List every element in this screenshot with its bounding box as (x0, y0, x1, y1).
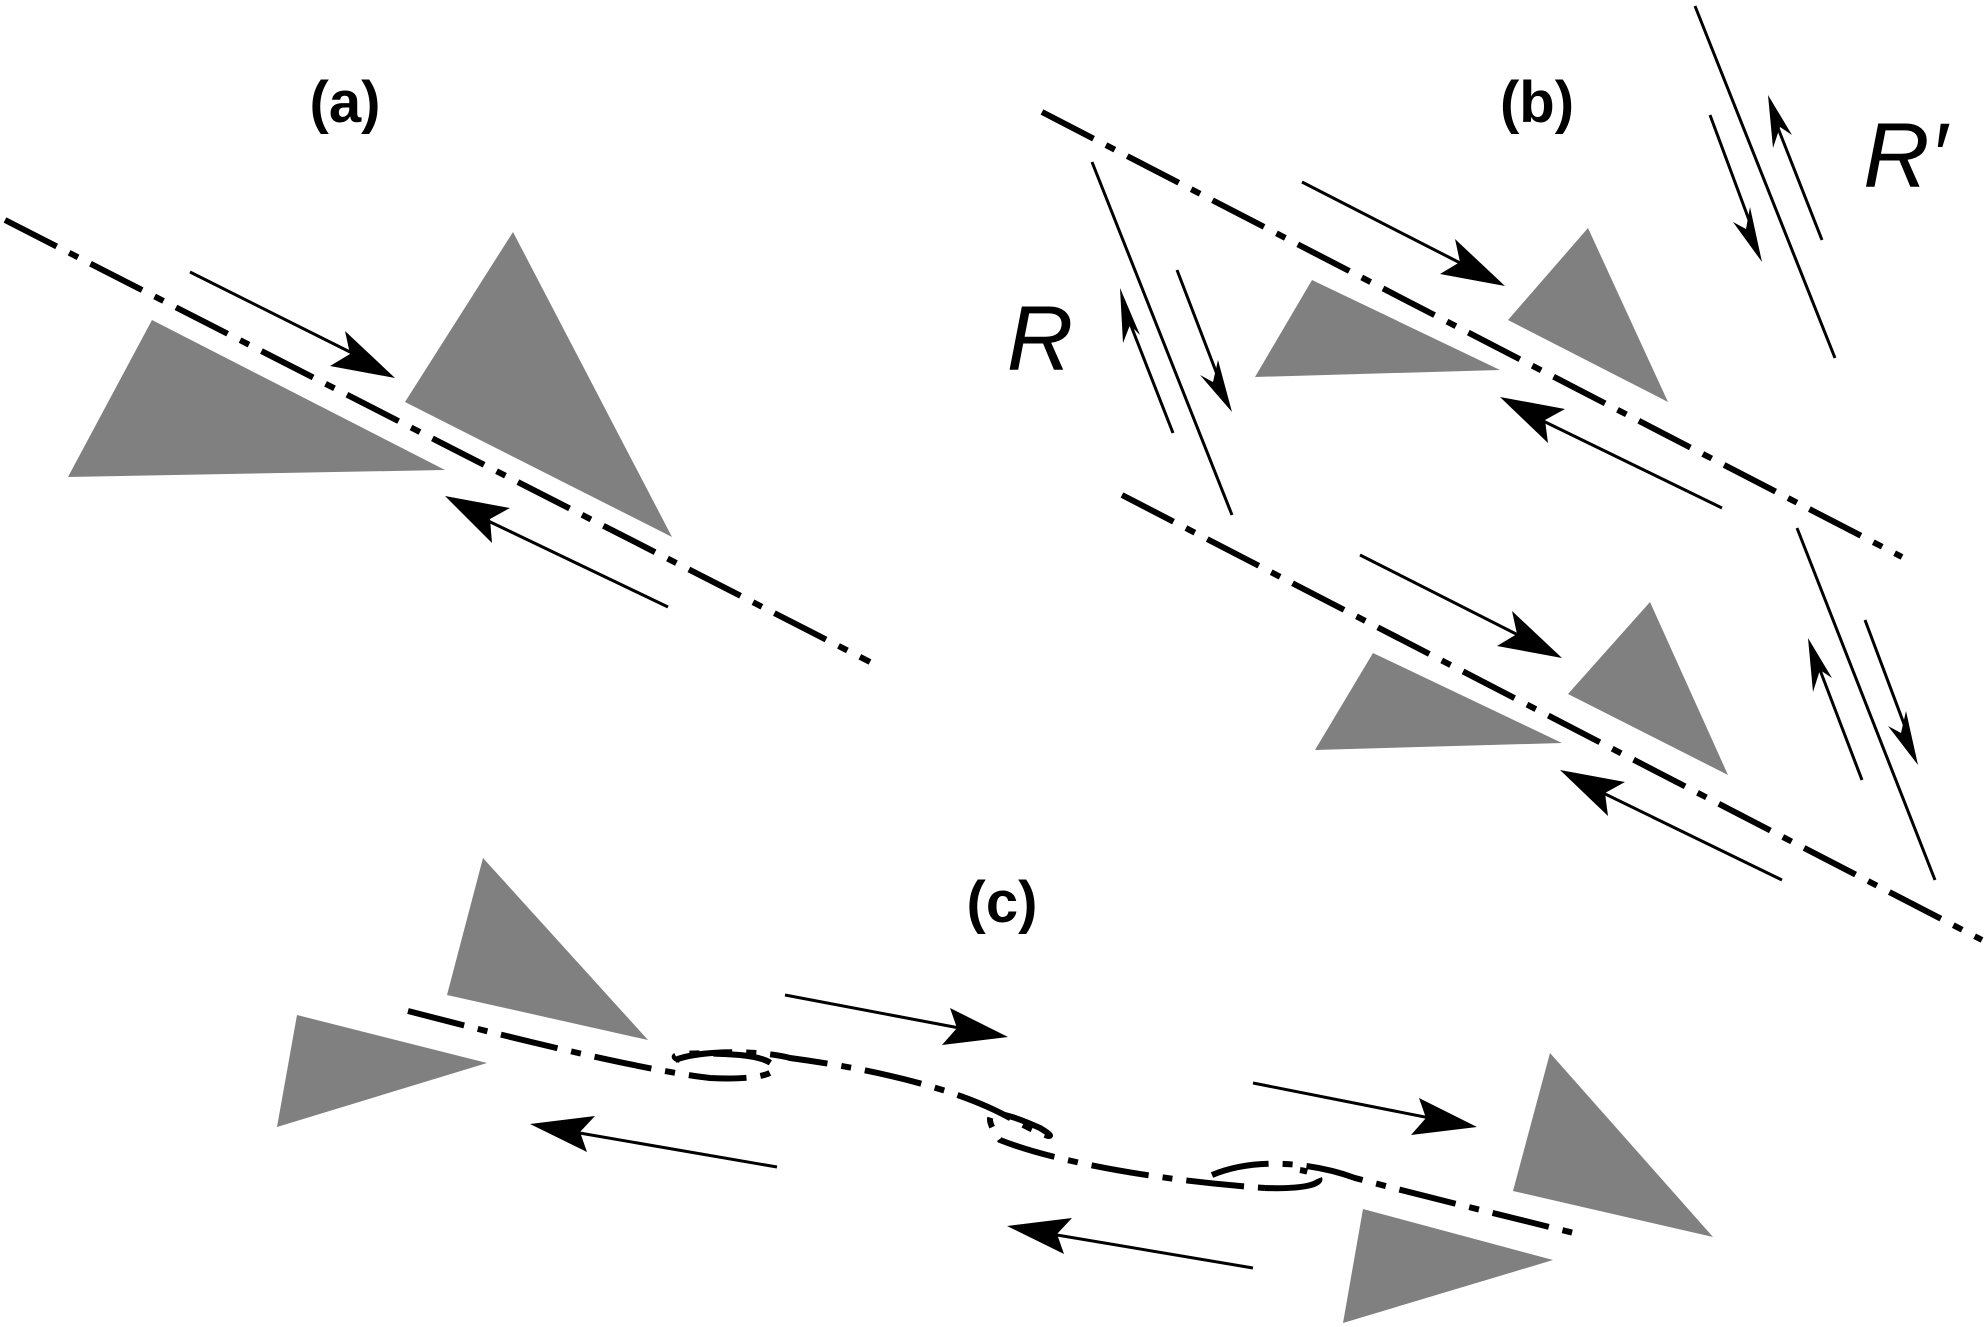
block-b-upper-left (1255, 280, 1500, 377)
panel-b-label: (b) (1500, 70, 1574, 135)
slip-arrow-a-lower (445, 496, 669, 609)
slip-arrow-b-lower-bottom (1560, 770, 1783, 882)
block-c-right-upper (1513, 1053, 1713, 1237)
slip-arrow-r-prime-upper-right (1768, 95, 1824, 241)
slip-arrow-c-right-bottom (1007, 1218, 1254, 1270)
block-a-lower-left (68, 320, 445, 477)
slip-arrow-r-prime-lower-left (1808, 638, 1864, 781)
slip-arrow-r-prime-lower-right (1863, 619, 1918, 765)
panel-a-label: (a) (310, 70, 381, 135)
block-b-upper-right (1508, 228, 1668, 402)
r-label: R (1007, 288, 1073, 390)
slip-arrow-b-upper-top (1301, 180, 1505, 286)
fault-c-segment-4 (1264, 1167, 1323, 1192)
slip-arrow-r-left (1120, 288, 1175, 434)
slip-arrow-b-lower-top (1359, 553, 1562, 658)
slip-arrow-b-upper-bottom (1500, 397, 1723, 510)
fault-c-segment-2 (673, 1049, 1266, 1191)
panel-c: (c) (277, 858, 1713, 1323)
shear-r (1090, 161, 1234, 516)
block-c-left-upper (447, 858, 648, 1040)
block-c-left-lower (277, 1015, 487, 1127)
fault-a (3, 217, 872, 665)
fault-b-upper (1040, 109, 1904, 560)
shear-r-prime-lower (1795, 527, 1937, 881)
block-b-lower-left (1315, 653, 1562, 750)
slip-arrow-c-left-top (784, 993, 1008, 1045)
panel-c-label: (c) (967, 870, 1038, 935)
block-b-lower-right (1568, 602, 1728, 775)
r-prime-label: R′ (1863, 105, 1949, 207)
slip-arrow-r-prime-upper-left (1708, 114, 1762, 262)
fault-b-lower (1120, 492, 1984, 943)
slip-arrow-a-upper (189, 270, 395, 378)
slip-arrow-c-left-bottom (530, 1116, 778, 1169)
slip-arrow-r-right (1175, 269, 1232, 412)
block-a-upper-right (405, 232, 672, 537)
slip-arrow-c-right-top (1252, 1081, 1477, 1135)
fault-c-segment-3 (1210, 1160, 1583, 1238)
panel-a: (a) (3, 70, 872, 665)
panel-b: (b) R (1007, 5, 1984, 943)
shear-r-prime-upper (1693, 5, 1837, 359)
block-c-right-lower (1343, 1209, 1553, 1323)
